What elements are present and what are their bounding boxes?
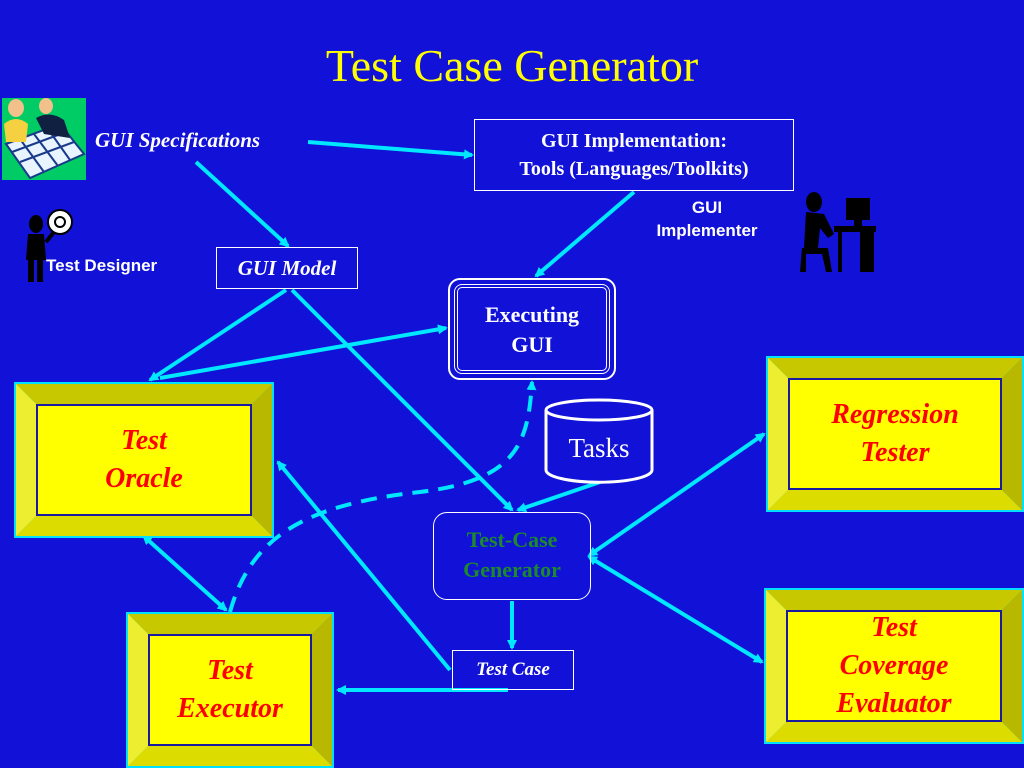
test-executor-line2: Executor	[177, 693, 283, 724]
test-oracle-face: Test Oracle	[36, 404, 252, 516]
gui-implementer-label: GUI Implementer	[640, 196, 774, 242]
tasks-cylinder	[544, 398, 654, 484]
page-title: Test Case Generator	[325, 40, 699, 91]
arrow-tasks-to-generator	[516, 480, 601, 513]
test-case-generator-line2: Generator	[463, 557, 561, 582]
test-case-generator-line1: Test-Case	[466, 527, 558, 552]
gui-implementation-line2: Tools (Languages/Toolkits)	[519, 158, 749, 180]
tasks-label: Tasks	[568, 433, 630, 463]
test-coverage-line3: Evaluator	[836, 688, 952, 719]
arrow-model-to-generator	[290, 288, 514, 512]
arrow-model-to-oracle	[148, 288, 288, 382]
test-designer-label: Test Designer	[46, 256, 158, 275]
executing-gui-box: Executing GUI	[448, 278, 616, 380]
regression-tester-face: Regression Tester	[788, 378, 1002, 490]
gui-implementer-line2: Implementer	[656, 221, 758, 240]
test-case-box: Test Case	[452, 650, 574, 690]
executing-gui-line2: GUI	[511, 332, 553, 357]
test-executor-line1: Test	[207, 655, 253, 686]
executing-gui-line1: Executing	[484, 302, 580, 327]
arrow-spec-to-model	[194, 160, 290, 248]
gui-specifications-label: GUI Specifications	[95, 128, 261, 152]
arrow-oracle-executor	[142, 534, 228, 612]
executing-gui-inner: Executing GUI	[454, 284, 610, 374]
test-executor-box: Test Executor	[126, 612, 334, 768]
test-case-generator-box: Test-Case Generator	[433, 512, 591, 600]
test-oracle-box: Test Oracle	[14, 382, 274, 538]
arrow-generator-coverage	[587, 555, 764, 664]
test-coverage-evaluator-box: Test Coverage Evaluator	[764, 588, 1024, 744]
test-coverage-evaluator-face: Test Coverage Evaluator	[786, 610, 1002, 722]
computer-user-silhouette-icon	[800, 192, 876, 272]
gui-implementer-line1: GUI	[691, 198, 723, 217]
arrow-oracle-to-executing	[159, 324, 448, 380]
regression-tester-box: Regression Tester	[766, 356, 1024, 512]
regression-tester-line1: Regression	[831, 399, 959, 430]
team-planning-clipart-icon	[2, 98, 86, 180]
dashed-executor-to-executing	[228, 380, 537, 613]
arrow-testcase-to-oracle	[276, 460, 452, 672]
gui-implementation-box: GUI Implementation: Tools (Languages/Too…	[474, 119, 794, 191]
test-designer-clipart-icon	[26, 209, 73, 282]
test-coverage-line1: Test	[871, 612, 917, 643]
test-executor-face: Test Executor	[148, 634, 312, 746]
test-oracle-line2: Oracle	[105, 463, 183, 494]
test-oracle-line1: Test	[121, 425, 167, 456]
gui-model-box: GUI Model	[216, 247, 358, 289]
regression-tester-line2: Tester	[860, 437, 930, 468]
arrow-spec-to-implementation	[307, 140, 474, 160]
arrow-generator-regression	[587, 432, 766, 557]
test-coverage-line2: Coverage	[839, 650, 949, 681]
gui-implementation-line1: GUI Implementation:	[540, 130, 728, 152]
arrow-implementation-to-executing	[534, 190, 636, 278]
